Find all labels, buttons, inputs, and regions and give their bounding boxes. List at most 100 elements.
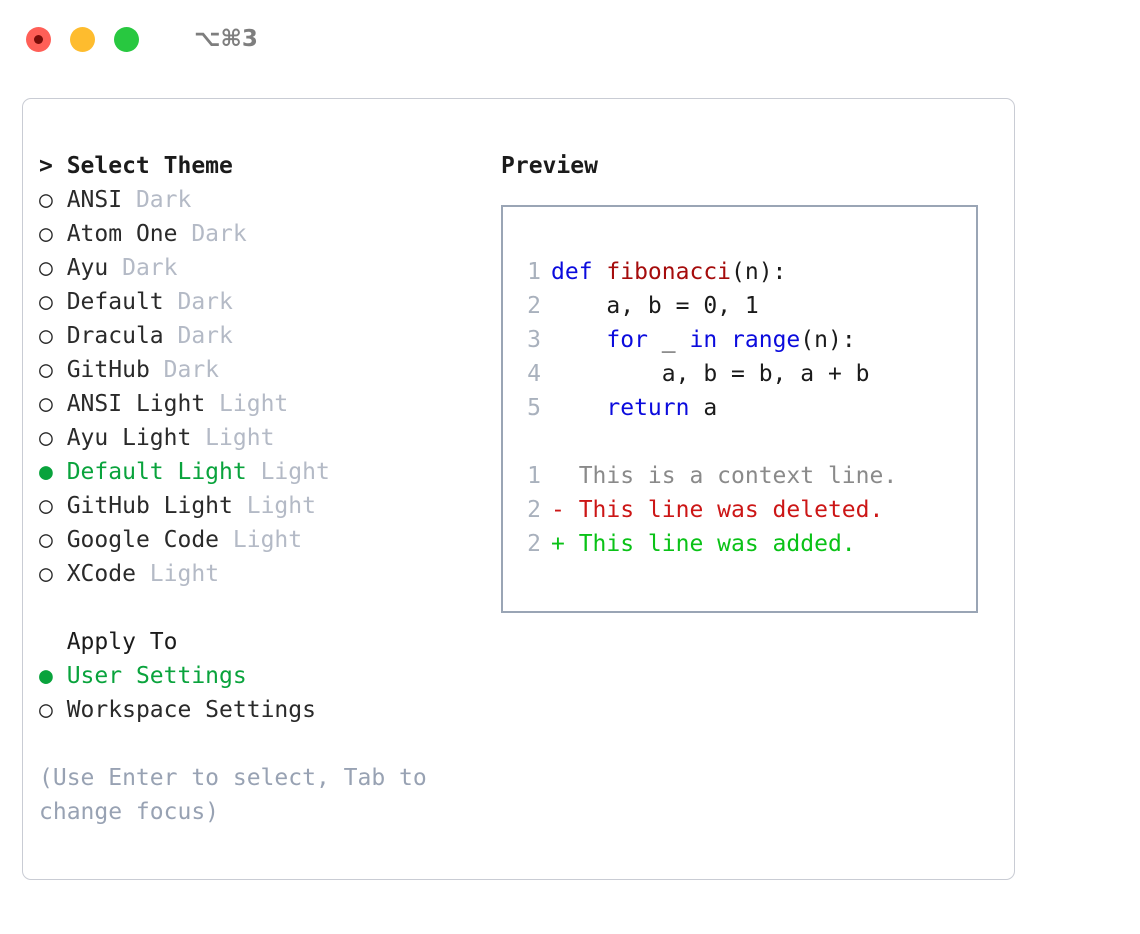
theme-option-label: Ayu Light xyxy=(66,425,192,451)
select-theme-header: > Select Theme xyxy=(39,153,233,179)
radio-unselected-icon: ○ xyxy=(39,697,67,723)
theme-option-0[interactable]: ○ ANSI Dark xyxy=(39,183,509,217)
code-token: (n): xyxy=(731,259,787,285)
apply-option-label: Workspace Settings xyxy=(66,697,316,723)
radio-unselected-icon: ○ xyxy=(39,221,67,247)
radio-unselected-icon: ○ xyxy=(39,357,67,383)
theme-variant-badge: Dark xyxy=(122,187,192,213)
apply-option-1[interactable]: ○ Workspace Settings xyxy=(39,693,509,727)
code-token: return xyxy=(551,395,704,421)
apply-to-option-list: ● User Settings○ Workspace Settings xyxy=(39,659,509,727)
theme-option-4[interactable]: ○ Dracula Dark xyxy=(39,319,509,353)
theme-option-3[interactable]: ○ Default Dark xyxy=(39,285,509,319)
theme-option-2[interactable]: ○ Ayu Dark xyxy=(39,251,509,285)
radio-selected-icon: ● xyxy=(39,459,67,485)
theme-option-11[interactable]: ○ XCode Light xyxy=(39,557,509,591)
theme-variant-badge: Dark xyxy=(163,323,233,349)
line-number: 1 xyxy=(527,259,541,285)
radio-unselected-icon: ○ xyxy=(39,391,67,417)
code-line-3: 3 for _ in range(n): xyxy=(517,323,897,357)
code-token: fibonacci xyxy=(606,259,732,285)
keyboard-hint-text: (Use Enter to select, Tab to change focu… xyxy=(39,765,441,825)
theme-variant-badge: Dark xyxy=(177,221,247,247)
line-number: 2 xyxy=(527,531,541,557)
theme-option-9[interactable]: ○ GitHub Light Light xyxy=(39,489,509,523)
code-token: for xyxy=(551,327,662,353)
radio-unselected-icon: ○ xyxy=(39,323,67,349)
code-token: in xyxy=(675,327,732,353)
theme-option-list: ○ ANSI Dark○ Atom One Dark○ Ayu Dark○ De… xyxy=(39,183,509,591)
line-number: 2 xyxy=(527,293,541,319)
code-token: def xyxy=(551,259,607,285)
radio-unselected-icon: ○ xyxy=(39,561,67,587)
code-line-4: 4 a, b = b, a + b xyxy=(517,357,897,391)
theme-option-label: Atom One xyxy=(66,221,178,247)
diff-text: - This line was deleted. xyxy=(551,497,884,523)
line-number: 5 xyxy=(527,395,541,421)
theme-option-6[interactable]: ○ ANSI Light Light xyxy=(39,387,509,421)
apply-to-header: Apply To xyxy=(39,629,178,655)
title-bar: ⌥⌘3 xyxy=(0,0,1140,78)
line-number: 2 xyxy=(527,497,541,523)
theme-option-label: Default Light xyxy=(66,459,247,485)
radio-unselected-icon: ○ xyxy=(39,255,67,281)
line-number: 3 xyxy=(527,327,541,353)
keyboard-shortcut-label: ⌥⌘3 xyxy=(194,26,258,52)
diff-line-0: 1 This is a context line. xyxy=(517,459,897,493)
theme-option-10[interactable]: ○ Google Code Light xyxy=(39,523,509,557)
diff-line-1: 2 - This line was deleted. xyxy=(517,493,897,527)
theme-variant-badge: Dark xyxy=(163,289,233,315)
code-token: (n): xyxy=(800,327,856,353)
theme-option-label: XCode xyxy=(66,561,136,587)
code-token: a xyxy=(703,395,718,421)
theme-variant-badge: Dark xyxy=(149,357,220,383)
code-token: _ xyxy=(661,327,676,353)
radio-unselected-icon: ○ xyxy=(39,493,67,519)
theme-option-7[interactable]: ○ Ayu Light Light xyxy=(39,421,509,455)
code-token: range xyxy=(731,327,801,353)
theme-variant-badge: Light xyxy=(232,493,316,519)
theme-option-label: GitHub Light xyxy=(66,493,233,519)
theme-option-label: Google Code xyxy=(66,527,220,553)
code-line-5: 5 return a xyxy=(517,391,897,425)
apply-option-label: User Settings xyxy=(66,663,247,689)
preview-title: Preview xyxy=(501,153,598,179)
radio-unselected-icon: ○ xyxy=(39,289,67,315)
theme-variant-badge: Dark xyxy=(108,255,178,281)
radio-selected-icon: ● xyxy=(39,663,67,689)
theme-variant-badge: Light xyxy=(135,561,220,587)
theme-option-8[interactable]: ● Default Light Light xyxy=(39,455,509,489)
minimize-button-icon[interactable] xyxy=(70,26,95,52)
theme-option-label: Ayu xyxy=(66,255,109,281)
code-line-2: 2 a, b = 0, 1 xyxy=(517,289,897,323)
zoom-button-icon[interactable] xyxy=(114,26,139,52)
theme-option-5[interactable]: ○ GitHub Dark xyxy=(39,353,509,387)
section-spacer xyxy=(39,591,509,625)
diff-text: This is a context line. xyxy=(551,463,898,489)
theme-option-label: ANSI xyxy=(66,187,123,213)
line-number: 1 xyxy=(527,463,541,489)
radio-unselected-icon: ○ xyxy=(39,187,67,213)
close-button-icon[interactable] xyxy=(26,26,51,52)
theme-option-1[interactable]: ○ Atom One Dark xyxy=(39,217,509,251)
theme-variant-badge: Light xyxy=(219,527,303,553)
diff-text: + This line was added. xyxy=(551,531,856,557)
theme-picker-panel: > Select Theme ○ ANSI Dark○ Atom One Dar… xyxy=(22,98,1015,880)
theme-option-label: Default xyxy=(66,289,164,315)
line-number: 4 xyxy=(527,361,541,387)
radio-unselected-icon: ○ xyxy=(39,425,67,451)
diff-line-2: 2 + This line was added. xyxy=(517,527,897,561)
code-token: a, b = 0, 1 xyxy=(551,293,759,319)
traffic-lights xyxy=(26,26,139,52)
radio-unselected-icon: ○ xyxy=(39,527,67,553)
theme-option-label: GitHub xyxy=(66,357,150,383)
code-token: a, b = b, a + b xyxy=(551,361,870,387)
theme-option-label: Dracula xyxy=(66,323,164,349)
theme-variant-badge: Light xyxy=(205,391,289,417)
apply-option-0[interactable]: ● User Settings xyxy=(39,659,509,693)
theme-variant-badge: Light xyxy=(191,425,275,451)
